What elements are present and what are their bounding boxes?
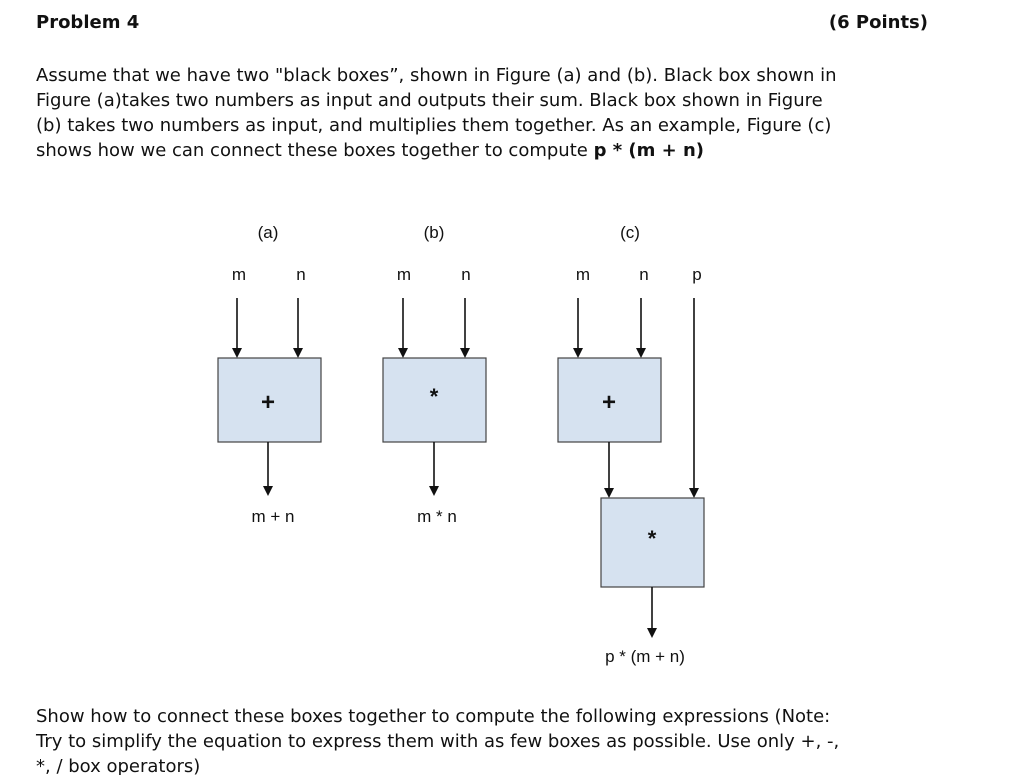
- figure-b-output: m * n: [417, 507, 457, 526]
- figure-c-input-p: p: [692, 265, 701, 284]
- points-label: (6 Points): [828, 12, 928, 33]
- task-line: Show how to connect these boxes together…: [36, 706, 831, 727]
- figure-b-input-m: m: [397, 265, 411, 284]
- intro-line-text: shows how we can connect these boxes tog…: [36, 140, 594, 161]
- figure-c-caption: (c): [620, 223, 640, 242]
- task-line-cutoff: *, / box operators): [36, 756, 201, 775]
- adder-op: +: [602, 389, 616, 416]
- figure-c: (c) m n p + * p * (m + n): [557, 223, 705, 666]
- figure-a-output: m + n: [252, 507, 295, 526]
- figure-b: (b) m n * m * n: [382, 223, 487, 526]
- figure-b-caption: (b): [424, 223, 445, 242]
- figure-a-input-n: n: [296, 265, 305, 284]
- multiplier-box: [382, 357, 487, 443]
- adder-box: [557, 357, 662, 443]
- figure-a: (a) m n + m + n: [217, 223, 322, 526]
- adder-op: +: [261, 389, 275, 416]
- intro-line: Assume that we have two "black boxes”, s…: [36, 65, 837, 86]
- figure-a-caption: (a): [258, 223, 279, 242]
- task-paragraph: Show how to connect these boxes together…: [36, 704, 996, 775]
- figure-c-input-m: m: [576, 265, 590, 284]
- multiplier-op: *: [430, 384, 439, 409]
- intro-paragraph: Assume that we have two "black boxes”, s…: [36, 63, 996, 163]
- figure-b-input-n: n: [461, 265, 470, 284]
- task-line: Try to simplify the equation to express …: [36, 731, 840, 752]
- intro-line: (b) takes two numbers as input, and mult…: [36, 115, 832, 136]
- adder-box: [217, 357, 322, 443]
- intro-line-last: shows how we can connect these boxes tog…: [36, 138, 996, 163]
- intro-line: Figure (a)takes two numbers as input and…: [36, 90, 823, 111]
- figure-c-output: p * (m + n): [605, 647, 685, 666]
- problem-title: Problem 4: [36, 12, 140, 33]
- figure-a-input-m: m: [232, 265, 246, 284]
- figure-c-input-n: n: [639, 265, 648, 284]
- multiplier-op: *: [648, 526, 657, 551]
- target-expression: p * (m + n): [593, 140, 705, 161]
